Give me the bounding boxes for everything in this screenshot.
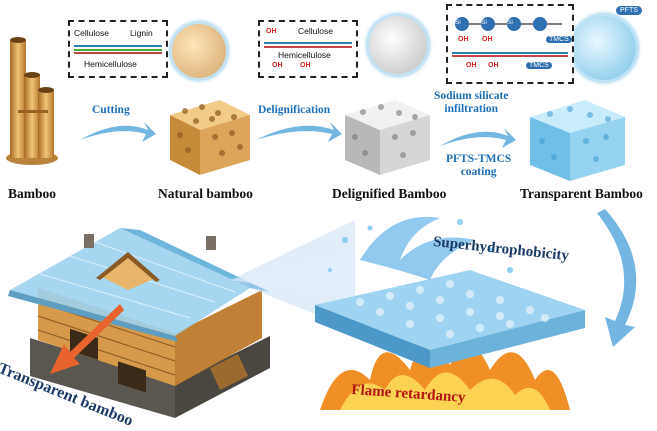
oh-group-label: OH	[466, 62, 477, 69]
transparent-zoom-bubble	[570, 14, 638, 82]
step-label-line: Sodium silicate	[434, 90, 509, 102]
step-label-cutting: Cutting	[92, 104, 130, 116]
oh-group-label: OH	[300, 62, 311, 69]
stage-label-transparent-bamboo: Transparent Bamboo	[520, 186, 643, 201]
property-panel-illustration	[315, 216, 585, 410]
cellulose-chain-icon	[452, 52, 568, 57]
inset-natural-hemicellulose-label: Hemicellulose	[84, 59, 137, 69]
fiber-bundle-icon	[74, 45, 162, 54]
step-label-sodium-silicate-infiltration: Sodium silicate infiltration	[434, 90, 508, 116]
oh-group-label: OH	[266, 28, 277, 35]
inset-transparent-composition: Si Si Si TMCS OH OH OH OH TMCS	[446, 4, 574, 84]
step-label-line: infiltration	[444, 103, 499, 115]
light-beam-icon	[230, 220, 355, 330]
transparent-bamboo-block	[530, 100, 625, 181]
oh-group-label: OH	[482, 36, 493, 43]
stage-label-natural-bamboo: Natural bamboo	[158, 186, 253, 201]
natural-bamboo-block	[170, 100, 250, 175]
step-label-pfts-tmcs-coating: PFTS-TMCS coating	[446, 153, 511, 179]
oh-group-label: OH	[272, 62, 283, 69]
curved-arrow-to-properties	[597, 209, 637, 347]
si-atom-label: Si	[481, 19, 487, 26]
inset-natural-lignin-label: Lignin	[130, 28, 153, 38]
si-atom-label: Si	[455, 19, 461, 26]
pfts-label: PFTS	[616, 6, 642, 15]
oh-group-label: OH	[458, 36, 469, 43]
inset-delignified-composition: Cellulose OH Hemicellulose OH OH	[258, 20, 358, 78]
stage-label-delignified-bamboo: Delignified Bamboo	[332, 186, 447, 201]
si-atom-label: Si	[507, 19, 513, 26]
step-label-line: coating	[460, 166, 497, 178]
process-arrow-delignification	[256, 122, 342, 142]
tmcs-label: TMCS	[546, 36, 572, 43]
step-label-delignification: Delignification	[258, 104, 331, 116]
cellulose-chain-icon	[264, 42, 352, 48]
oh-group-label: OH	[488, 62, 499, 69]
application-arrow	[50, 304, 124, 374]
delignified-bamboo-block	[345, 100, 430, 175]
step-label-line: PFTS-TMCS	[446, 153, 512, 165]
delignified-zoom-bubble	[367, 14, 429, 76]
inset-delignified-hemicellulose-label: Hemicellulose	[278, 50, 331, 60]
silicon-chain-icon	[455, 17, 562, 31]
process-arrow-cutting	[80, 122, 156, 142]
house-illustration	[8, 228, 270, 418]
natural-bamboo-zoom-bubble	[170, 22, 228, 80]
inset-natural-cellulose-label: Cellulose	[74, 28, 109, 38]
tmcs-label: TMCS	[526, 62, 552, 69]
inset-natural-composition: Cellulose Lignin Hemicellulose	[68, 20, 168, 78]
bamboo-sticks-illustration	[6, 37, 58, 165]
stage-label-bamboo: Bamboo	[8, 186, 57, 201]
inset-delignified-cellulose-label: Cellulose	[298, 26, 333, 36]
process-arrow-infiltration	[440, 128, 516, 148]
